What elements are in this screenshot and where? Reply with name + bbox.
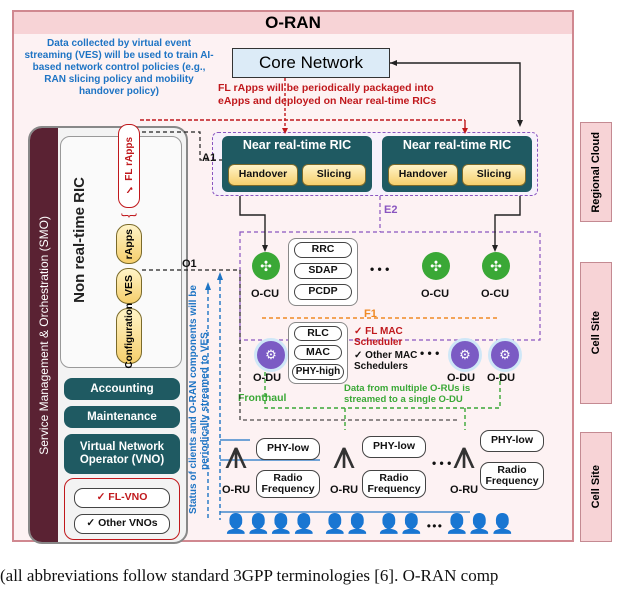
user-icon: 👤👤👤 bbox=[445, 514, 514, 535]
users-ellipsis: • • • bbox=[426, 519, 442, 533]
near-rt-ric-1-label: Near real-time RIC bbox=[242, 138, 352, 152]
ves-box: VES bbox=[116, 268, 142, 304]
ru-ellipsis: • • • bbox=[432, 456, 452, 470]
fl-note: FL rApps will be periodically packaged i… bbox=[218, 82, 437, 107]
o-du-label-2: O-DU bbox=[447, 372, 476, 384]
accounting-box: Accounting bbox=[64, 378, 180, 400]
cell-site-label-1: Cell Site bbox=[580, 262, 612, 404]
user-icon: 👤👤👤👤 bbox=[224, 514, 316, 535]
o-du-icon-2: ⚙ bbox=[448, 338, 482, 372]
mac-box: MAC bbox=[294, 345, 342, 360]
a1-label: A1 bbox=[202, 152, 217, 164]
tower-icon-2: ⩚ bbox=[332, 433, 356, 477]
o-du-label-3: O-DU bbox=[487, 372, 516, 384]
ru-data-note: Data from multiple O-RUs is streamed to … bbox=[344, 383, 471, 405]
slicing-2: Slicing bbox=[462, 164, 526, 186]
o-ru-label-1: O-RU bbox=[222, 484, 251, 496]
status-note: Status of clients and O-RAN components w… bbox=[187, 285, 211, 515]
smo-bar: Service Management & Orchestration (SMO) bbox=[30, 128, 58, 542]
users-row: 👤👤👤👤 👤👤 👤👤 • • • 👤👤👤 bbox=[224, 512, 544, 542]
regional-cloud-label: Regional Cloud bbox=[580, 122, 612, 222]
o1-label: O1 bbox=[182, 258, 197, 270]
e2-label: E2 bbox=[384, 204, 398, 216]
rapps-box: rApps bbox=[116, 224, 142, 264]
handover-2: Handover bbox=[388, 164, 458, 186]
oran-title: O-RAN bbox=[14, 12, 572, 34]
o-ru-label-2: O-RU bbox=[330, 484, 359, 496]
other-mac-note: ✓ Other MAC Schedulers bbox=[354, 350, 418, 372]
user-icon: 👤👤 bbox=[323, 514, 369, 535]
vno-list bbox=[64, 478, 180, 540]
rf-3: Radio Frequency bbox=[480, 462, 544, 490]
tower-icon-1: ⩚ bbox=[224, 433, 248, 477]
maintenance-box: Maintenance bbox=[64, 406, 180, 428]
o-du-label-1: O-DU bbox=[253, 372, 282, 384]
o-ru-label-3: O-RU bbox=[450, 484, 479, 496]
near-rt-ric-2-label: Near real-time RIC bbox=[402, 138, 512, 152]
user-icon: 👤👤 bbox=[377, 514, 423, 535]
tower-icon-3: ⩚ bbox=[452, 433, 476, 477]
du-ellipsis: • • • bbox=[420, 346, 440, 360]
o-cu-icon-2: ✣ bbox=[422, 252, 450, 280]
rf-2: Radio Frequency bbox=[362, 470, 426, 498]
phy-high-box: PHY-high bbox=[292, 364, 344, 380]
fl-mac-text: FL MAC Scheduler bbox=[354, 326, 403, 348]
other-vnos-item: ✓ Other VNOs bbox=[74, 514, 170, 534]
fronthaul-label: Fronthaul bbox=[238, 392, 287, 404]
o-cu-label-3: O-CU bbox=[481, 288, 510, 300]
vno-box: Virtual Network Operator (VNO) bbox=[64, 434, 180, 474]
fl-mac-note: ✓ FL MAC Scheduler bbox=[354, 326, 403, 348]
f1-label: F1 bbox=[364, 308, 377, 320]
caption: (all abbreviations follow standard 3GPP … bbox=[0, 566, 499, 585]
fl-vno-item: ✓ FL-VNO bbox=[74, 488, 170, 508]
other-mac-text: Other MAC Schedulers bbox=[354, 350, 418, 372]
o-cu-icon-3: ✣ bbox=[482, 252, 510, 280]
rrc-box: RRC bbox=[294, 242, 352, 258]
rlc-box: RLC bbox=[294, 326, 342, 341]
phy-low-3: PHY-low bbox=[480, 430, 544, 452]
fl-rapps-box: ✓ FL rApps bbox=[118, 124, 140, 208]
o-cu-label-2: O-CU bbox=[421, 288, 450, 300]
o-du-icon-1: ⚙ bbox=[254, 338, 288, 372]
cu-ellipsis: • • • bbox=[370, 262, 390, 276]
slicing-1: Slicing bbox=[302, 164, 366, 186]
handover-1: Handover bbox=[228, 164, 298, 186]
phy-low-1: PHY-low bbox=[256, 438, 320, 460]
phy-low-2: PHY-low bbox=[362, 436, 426, 458]
pcdp-box: PCDP bbox=[294, 284, 352, 300]
o-cu-icon-1: ✣ bbox=[252, 252, 280, 280]
o-du-icon-3: ⚙ bbox=[488, 338, 522, 372]
sdap-box: SDAP bbox=[294, 263, 352, 279]
o-cu-label-1: O-CU bbox=[251, 288, 280, 300]
configuration-box: Configuration bbox=[116, 303, 142, 369]
cell-site-label-2: Cell Site bbox=[580, 432, 612, 542]
ves-note: Data collected by virtual event streamin… bbox=[24, 38, 214, 97]
core-network-box: Core Network bbox=[232, 48, 390, 78]
rf-1: Radio Frequency bbox=[256, 470, 320, 498]
